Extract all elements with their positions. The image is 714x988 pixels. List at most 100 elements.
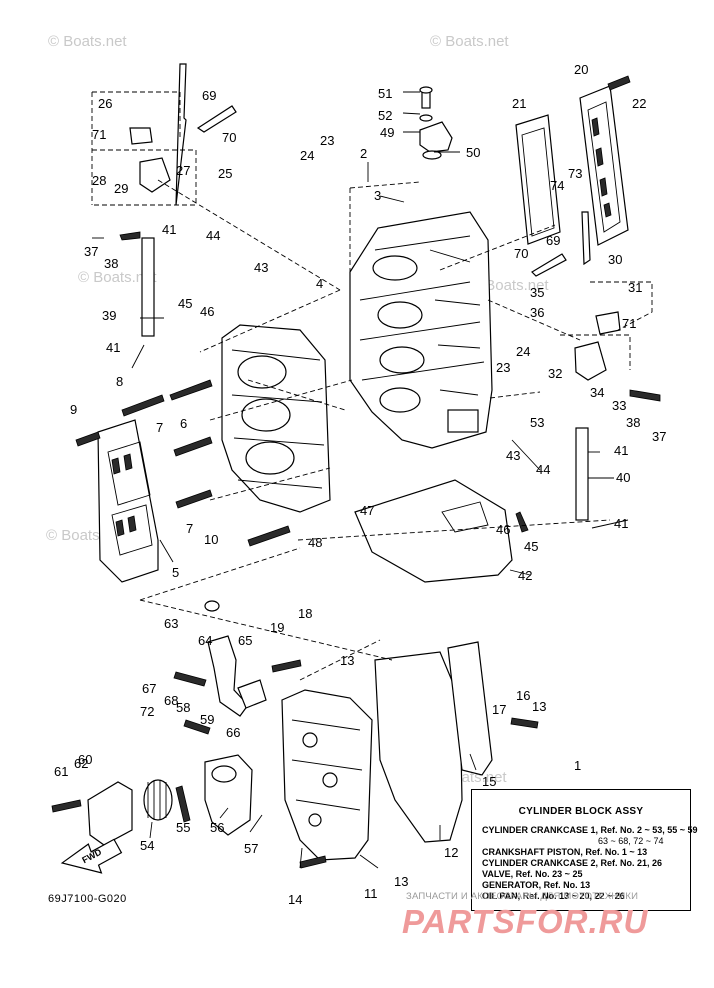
part-callout-20: 20	[574, 62, 588, 77]
legend-box: CYLINDER BLOCK ASSY CYLINDER CRANKCASE 1…	[471, 789, 698, 911]
legend-rows: CYLINDER CRANKCASE 1, Ref. No. 2 ~ 53, 5…	[472, 825, 698, 902]
part-callout-23: 23	[496, 360, 510, 375]
part-callout-71: 71	[622, 316, 636, 331]
part-callout-13: 13	[394, 874, 408, 889]
part-callout-7: 7	[156, 420, 163, 435]
part-callout-7: 7	[186, 521, 193, 536]
legend-row: CYLINDER CRANKCASE 2, Ref. No. 21, 26	[482, 858, 663, 868]
part-callout-37: 37	[84, 244, 98, 259]
part-callout-10: 10	[204, 532, 218, 547]
part-callout-14: 14	[288, 892, 302, 907]
part-callout-38: 38	[104, 256, 118, 271]
part-callout-21: 21	[512, 96, 526, 111]
part-callout-41: 41	[614, 443, 628, 458]
part-callout-13: 13	[532, 699, 546, 714]
crankcase-left	[221, 324, 331, 513]
part-callout-57: 57	[244, 841, 258, 856]
part-callout-41: 41	[614, 516, 628, 531]
part-callout-24: 24	[516, 344, 530, 359]
part-callout-71: 71	[92, 127, 106, 142]
part-callout-65: 65	[238, 633, 252, 648]
part-callout-49: 49	[380, 125, 394, 140]
part-callout-73: 73	[568, 166, 582, 181]
part-callout-74: 74	[550, 178, 564, 193]
legend-row: VALVE, Ref. No. 23 ~ 25	[482, 869, 583, 879]
part-callout-30: 30	[608, 252, 622, 267]
cover-plate	[515, 85, 629, 246]
part-callout-63: 63	[164, 616, 178, 631]
part-callout-69: 69	[202, 88, 216, 103]
part-callout-69: 69	[546, 233, 560, 248]
part-callout-70: 70	[514, 246, 528, 261]
part-callout-16: 16	[516, 688, 530, 703]
part-callout-64: 64	[198, 633, 212, 648]
callout-leader-lines	[92, 91, 629, 905]
legend-row: 63 ~ 68, 72 ~ 74	[598, 836, 664, 846]
legend-row: GENERATOR, Ref. No. 13	[482, 880, 591, 890]
part-callout-11: 11	[364, 886, 378, 901]
pipes	[141, 63, 591, 521]
part-callout-26: 26	[98, 96, 112, 111]
part-callout-47: 47	[360, 503, 374, 518]
part-callout-35: 35	[530, 285, 544, 300]
part-callout-6: 6	[180, 416, 187, 431]
gaskets	[354, 479, 513, 843]
part-callout-33: 33	[612, 398, 626, 413]
part-callout-60: 60	[78, 752, 92, 767]
part-callout-55: 55	[176, 820, 190, 835]
part-callout-34: 34	[590, 385, 604, 400]
part-callout-43: 43	[254, 260, 268, 275]
part-callout-4: 4	[316, 276, 323, 291]
part-callout-15: 15	[482, 774, 496, 789]
part-callout-68: 68	[164, 693, 178, 708]
part-callout-56: 56	[210, 820, 224, 835]
bolts	[51, 75, 661, 869]
watermark-text: © Boats.net	[48, 33, 127, 50]
oil-filter-assembly	[87, 754, 253, 846]
part-callout-59: 59	[200, 712, 214, 727]
part-callout-27: 27	[176, 163, 190, 178]
part-callout-46: 46	[200, 304, 214, 319]
part-callout-38: 38	[626, 415, 640, 430]
part-callout-41: 41	[106, 340, 120, 355]
legend-row: CRANKSHAFT PISTON, Ref. No. 1 ~ 13	[482, 847, 648, 857]
part-callout-17: 17	[492, 702, 506, 717]
part-callout-3: 3	[374, 188, 381, 203]
part-callout-43: 43	[506, 448, 520, 463]
legend-row: OIL PAN, Ref. No. 13 ~ 20, 22 ~ 26	[482, 891, 625, 901]
lower-housing	[281, 689, 373, 861]
part-callout-52: 52	[378, 108, 392, 123]
fwd-arrow: FWD	[60, 838, 123, 874]
part-callout-23: 23	[320, 133, 334, 148]
part-callout-48: 48	[308, 535, 322, 550]
part-callout-40: 40	[616, 470, 630, 485]
part-callout-42: 42	[518, 568, 532, 583]
part-callout-46: 46	[496, 522, 510, 537]
part-callout-29: 29	[114, 181, 128, 196]
part-callout-72: 72	[140, 704, 154, 719]
part-callout-1: 1	[574, 758, 581, 773]
part-callout-45: 45	[524, 539, 538, 554]
part-callout-51: 51	[378, 86, 392, 101]
part-callout-32: 32	[548, 366, 562, 381]
part-callout-19: 19	[270, 620, 284, 635]
part-callout-8: 8	[116, 374, 123, 389]
part-callout-13: 13	[340, 653, 354, 668]
part-callout-31: 31	[628, 280, 642, 295]
thermostat-cover	[419, 86, 453, 160]
cylinder-block	[349, 211, 493, 449]
part-callout-5: 5	[172, 565, 179, 580]
part-callout-44: 44	[536, 462, 550, 477]
part-callout-12: 12	[444, 845, 458, 860]
part-callout-54: 54	[140, 838, 154, 853]
part-callout-67: 67	[142, 681, 156, 696]
part-callout-62: 62	[74, 756, 88, 771]
part-callout-25: 25	[218, 166, 232, 181]
watermark-text: © Boats.net	[430, 33, 509, 50]
part-callout-45: 45	[178, 296, 192, 311]
part-callout-28: 28	[92, 173, 106, 188]
site-logo[interactable]: PARTSFOR.RU	[402, 903, 649, 940]
diagram-code: 69J7100-G020	[48, 893, 127, 905]
